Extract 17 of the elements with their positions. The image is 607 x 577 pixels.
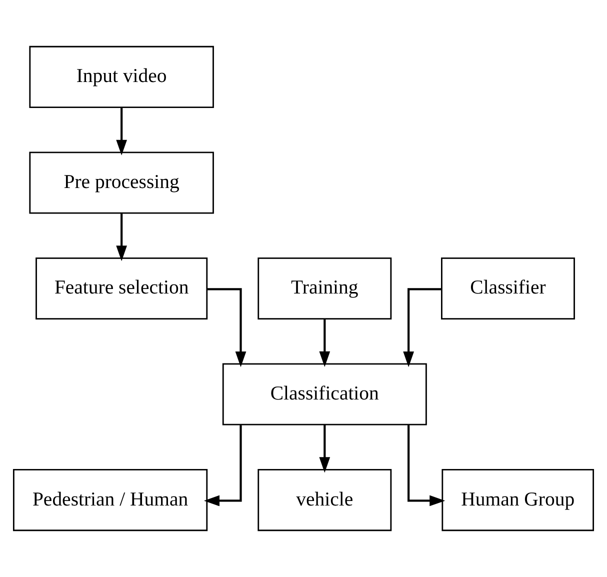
arrow [319, 424, 330, 473]
arrow [319, 319, 330, 367]
node-box: Human Group [442, 469, 594, 532]
node-box: Classifier [441, 257, 575, 320]
node-box: Feature selection [36, 257, 208, 320]
arrow [403, 288, 442, 368]
arrow [204, 425, 242, 506]
arrow [206, 288, 246, 368]
arrow [116, 108, 128, 156]
node-box: Training [258, 257, 392, 320]
node-box: Pre processing [29, 152, 214, 214]
node-box: Input video [29, 46, 214, 108]
node-box: vehicle [258, 469, 392, 532]
arrow [408, 425, 446, 506]
arrow [116, 213, 128, 262]
node-box: Pedestrian / Human [12, 469, 208, 532]
node-box: Classification [222, 363, 427, 426]
